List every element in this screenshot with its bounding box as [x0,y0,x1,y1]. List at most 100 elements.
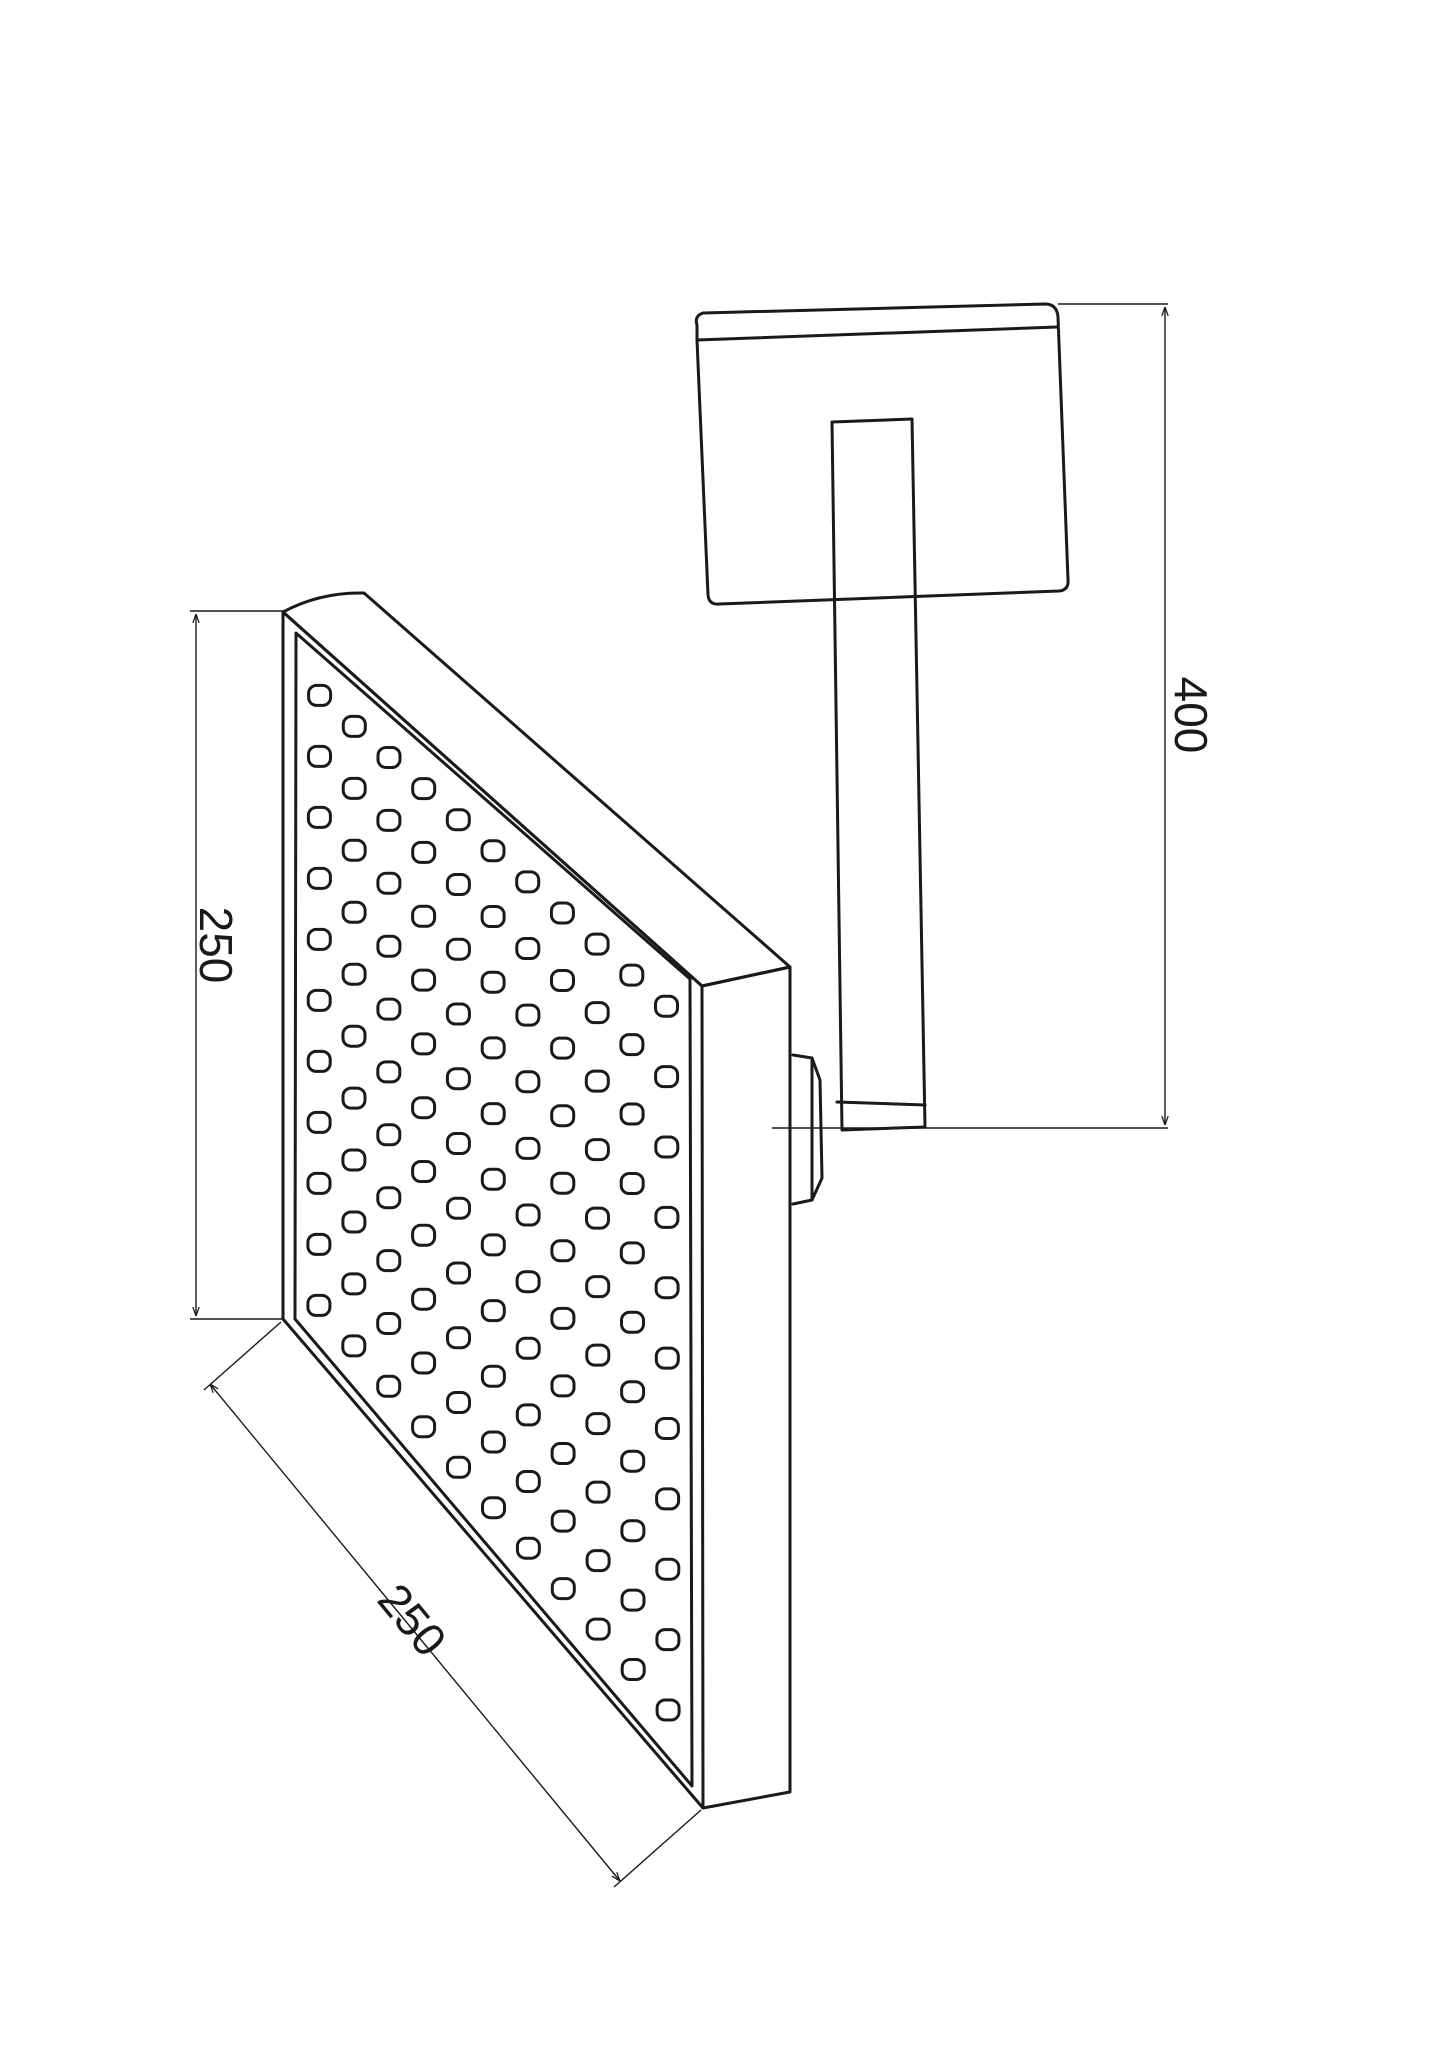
nozzle [480,1102,506,1126]
nozzle [411,1287,437,1311]
nozzle [480,839,506,863]
nozzle [341,900,367,924]
nozzle [446,1261,471,1285]
nozzle [341,1272,367,1296]
nozzle [515,1403,541,1427]
nozzle [550,1442,576,1465]
nozzle [306,927,332,951]
nozzle [445,937,471,961]
nozzle [307,744,332,768]
nozzle [654,1346,680,1370]
nozzle [306,988,332,1012]
nozzle [411,1223,437,1247]
nozzle [446,1326,471,1350]
spray-nozzles [306,683,681,1722]
nozzle [619,1172,645,1195]
nozzle [619,963,645,987]
nozzle [446,1196,471,1220]
nozzle [480,1233,506,1257]
nozzle [376,934,402,958]
nozzle [584,1069,610,1093]
nozzle [515,1270,541,1294]
nozzle [341,962,367,986]
nozzle [620,1449,646,1473]
nozzle [515,937,541,960]
nozzle [480,1430,506,1454]
nozzle [585,1343,611,1367]
nozzle [376,1186,402,1210]
nozzle [654,1205,680,1229]
nozzle [655,1557,681,1581]
nozzle [655,1628,681,1652]
nozzle [654,1417,680,1440]
nozzle [481,1496,506,1520]
nozzle [620,1588,646,1612]
nozzle [306,805,332,829]
nozzle [654,1065,680,1089]
nozzle [411,1096,437,1120]
nozzle [654,1276,680,1300]
nozzle [515,1136,541,1160]
nozzle [550,1171,576,1195]
nozzle [306,1049,332,1073]
dimension-label-head-height: 250 [190,907,242,984]
nozzle [376,746,402,769]
nozzle [341,838,367,862]
swivel-joint [791,1053,824,1206]
nozzle [654,994,679,1018]
nozzle [550,1374,576,1398]
nozzle [585,1549,611,1573]
nozzle [306,1110,332,1134]
nozzle [585,1275,611,1299]
nozzle [655,1487,681,1511]
nozzle [515,1470,541,1493]
dimension-head-height: 250 [190,610,283,1320]
nozzle [306,1293,332,1317]
nozzle [446,1455,471,1479]
nozzle [341,1334,367,1358]
nozzle [585,1412,611,1436]
nozzle [480,1036,506,1060]
nozzle [376,1123,402,1147]
nozzle [376,1249,402,1273]
nozzle [445,873,471,896]
nozzle [341,1210,367,1234]
nozzle [480,1167,506,1191]
nozzle [445,1132,471,1155]
nozzle [376,1374,402,1398]
nozzle [585,1480,611,1504]
nozzle [445,1002,471,1026]
dimension-label-arm-length: 400 [1165,677,1217,754]
nozzle [515,1336,541,1360]
nozzle [584,1138,610,1162]
nozzle [620,1380,646,1404]
nozzle [307,683,333,707]
nozzle [446,1391,471,1414]
nozzle [480,1364,506,1388]
nozzle [445,808,471,832]
nozzle [584,932,610,956]
nozzle [480,1299,506,1323]
nozzle [515,1203,541,1227]
wall-flange [694,302,1070,606]
nozzle [619,1102,645,1126]
nozzle [515,1070,541,1094]
nozzle [411,1032,437,1056]
nozzle [411,1160,437,1183]
nozzle [376,997,402,1021]
nozzle [445,1067,471,1091]
nozzle [619,1241,645,1265]
nozzle [480,905,506,928]
nozzle [585,1206,610,1230]
nozzle [341,1086,367,1110]
dimension-arm-length: 400 [772,303,1217,1129]
nozzle [411,968,437,992]
nozzle [515,870,541,894]
nozzle [550,1036,576,1060]
nozzle [411,904,437,928]
nozzle [550,1577,576,1601]
nozzle [341,1148,367,1172]
nozzle [515,1536,541,1560]
nozzle [619,1033,645,1057]
